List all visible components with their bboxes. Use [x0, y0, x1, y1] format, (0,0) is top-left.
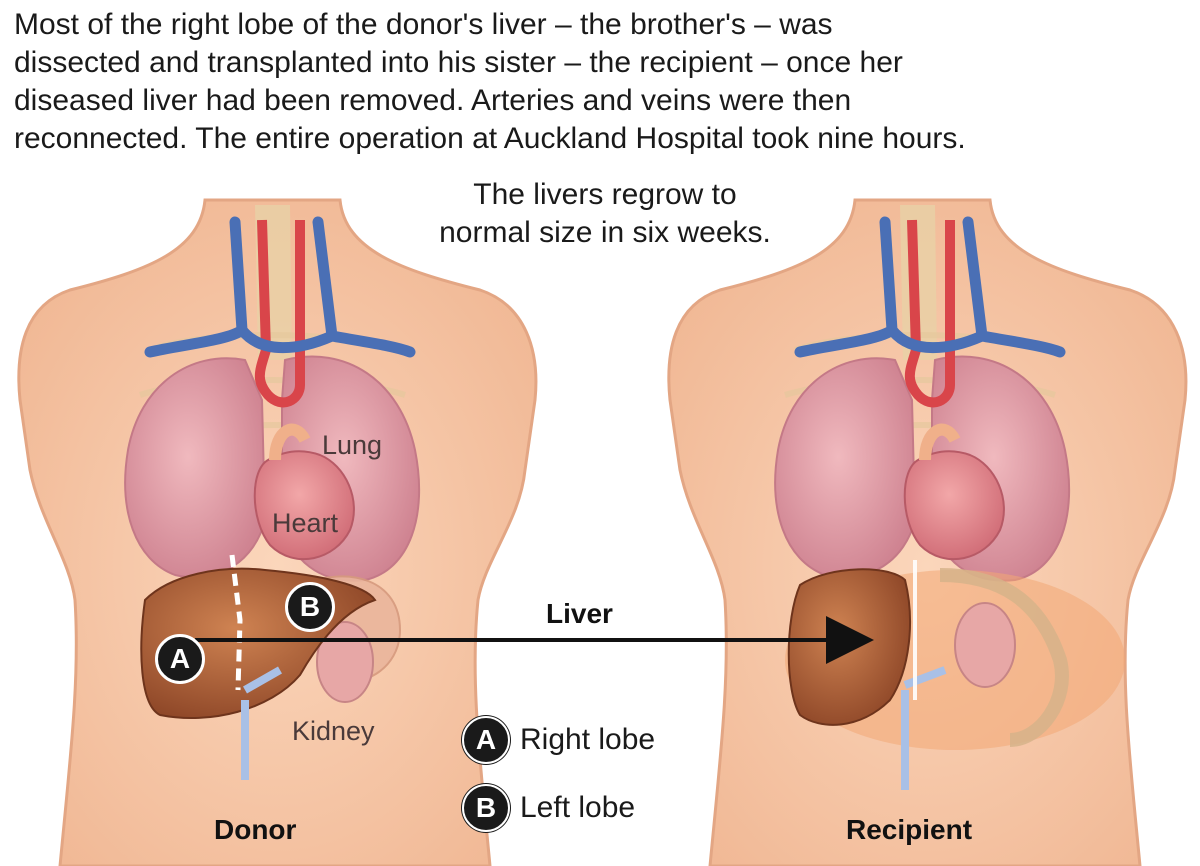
liver-label: Liver: [546, 598, 613, 629]
recipient-vein: [794, 216, 1066, 358]
kidney-label: Kidney: [292, 716, 375, 746]
donor-right-lung: [124, 357, 267, 579]
recipient-label: Recipient: [846, 814, 973, 845]
intro-line: dissected and transplanted into his sist…: [14, 46, 903, 79]
donor-label: Donor: [214, 814, 297, 845]
recipient-artery: [904, 219, 955, 408]
marker-a: A: [155, 634, 205, 684]
donor-heart: [253, 450, 355, 561]
donor-dissection-line: [229, 554, 243, 691]
intro-text: Most of the right lobe of the donor's li…: [14, 6, 1194, 158]
intro-line: diseased liver had been removed. Arterie…: [14, 84, 852, 117]
intro-line: reconnected. The entire operation at Auc…: [14, 122, 966, 155]
legend-badge-a: A: [462, 716, 510, 764]
legend-badge-b: B: [462, 784, 510, 832]
donor-vein: [144, 216, 416, 358]
recipient-torso: [667, 198, 1188, 866]
donor-artery: [254, 219, 305, 408]
heart-label: Heart: [272, 508, 339, 538]
legend-item-a: A Right lobe: [462, 716, 655, 764]
regrow-line: normal size in six weeks.: [439, 216, 771, 249]
recipient-lower-vein: [901, 666, 947, 790]
legend-label-b: Left lobe: [520, 791, 636, 824]
intro-line: Most of the right lobe of the donor's li…: [14, 8, 833, 41]
recipient-heart: [903, 450, 1005, 561]
regrow-note: The livers regrow to normal size in six …: [380, 176, 830, 252]
recipient-kidney: [954, 602, 1016, 688]
marker-b: B: [285, 582, 335, 632]
recipient-right-lung: [774, 357, 917, 579]
donor-lower-vein: [241, 666, 282, 780]
lung-label: Lung: [322, 430, 383, 460]
legend-item-b: B Left lobe: [462, 784, 635, 832]
legend-label-a: Right lobe: [520, 723, 656, 756]
recipient-colon: [939, 568, 1069, 747]
recipient-aorta-arch: [919, 423, 961, 461]
regrow-line: The livers regrow to: [473, 178, 737, 211]
donor-aorta-arch: [269, 423, 311, 461]
